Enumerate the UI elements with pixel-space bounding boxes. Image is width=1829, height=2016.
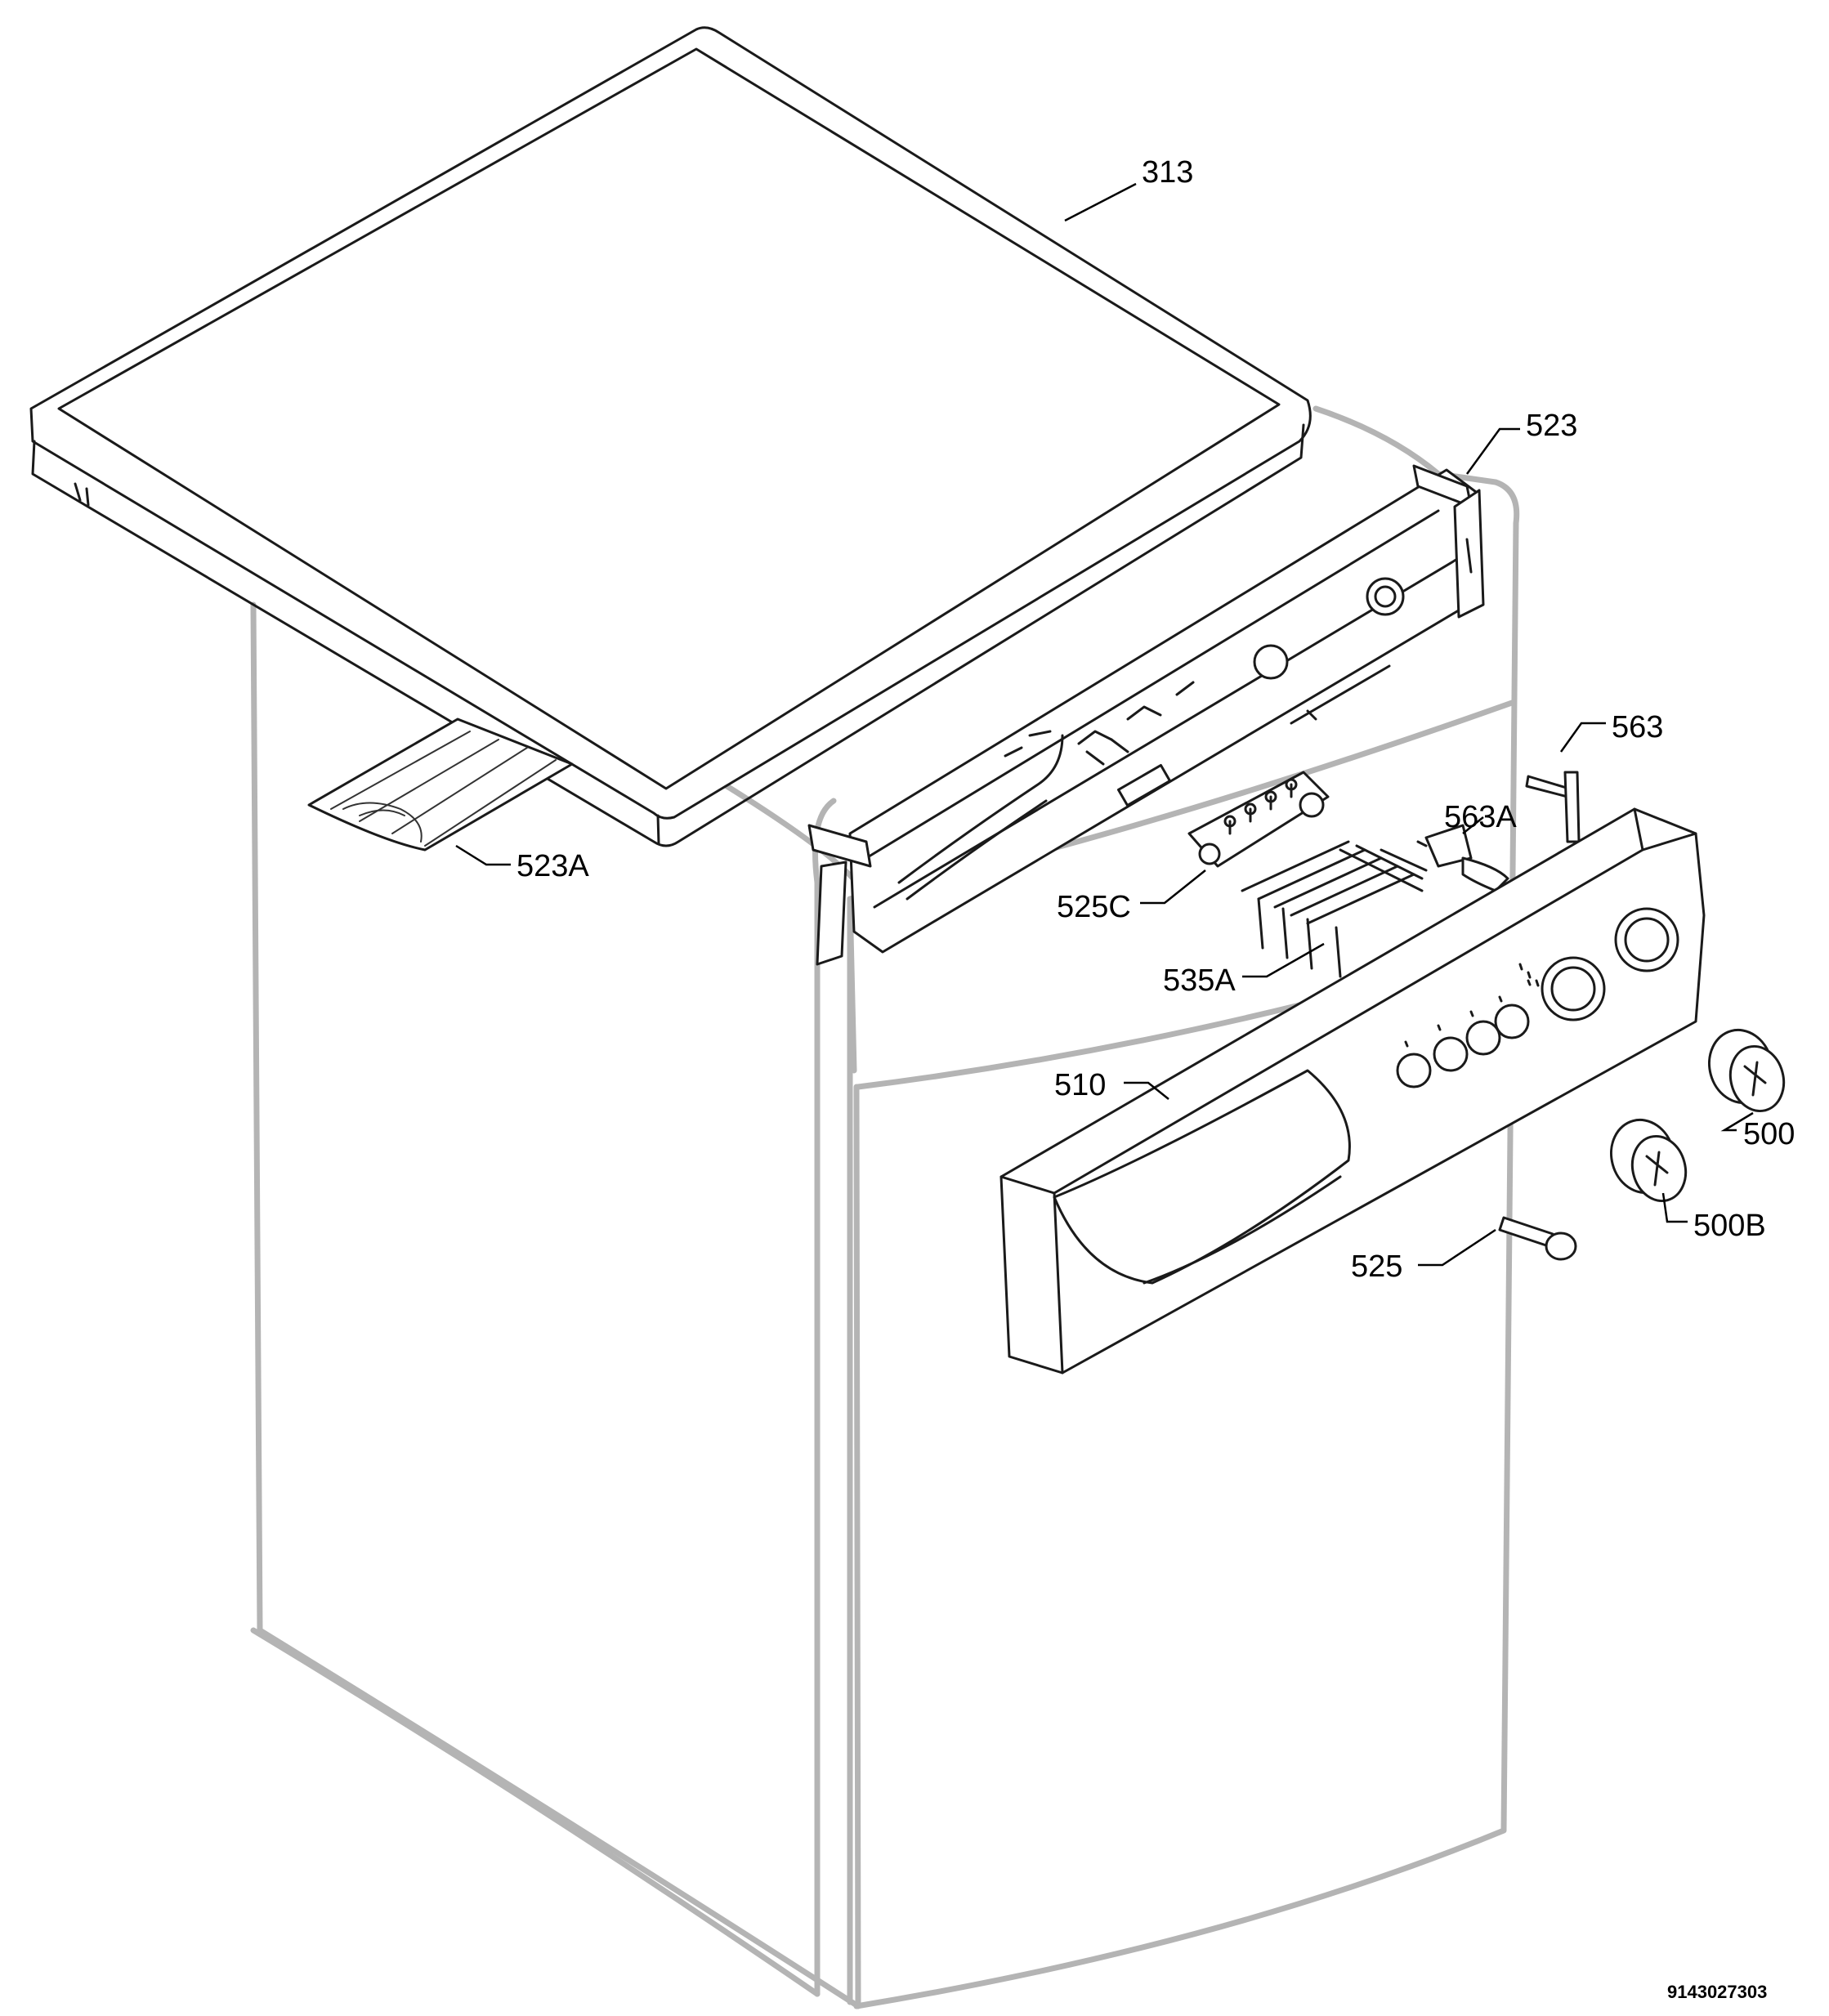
label-500B: 500B — [1693, 1209, 1766, 1243]
label-523A: 523A — [517, 849, 589, 883]
top-cover-313 — [29, 26, 1312, 847]
light-guides-535A — [1241, 840, 1428, 978]
shaft-563 — [1525, 771, 1581, 843]
label-523: 523 — [1526, 409, 1577, 443]
drawing-code: 9143027303 — [1667, 1982, 1767, 2002]
label-510: 510 — [1054, 1068, 1106, 1102]
knob-500 — [1707, 1028, 1786, 1113]
label-500: 500 — [1743, 1117, 1795, 1151]
label-313: 313 — [1142, 155, 1193, 190]
cabinet-outline — [250, 405, 1520, 2009]
label-525: 525 — [1351, 1249, 1402, 1284]
knob-500B — [1609, 1118, 1688, 1203]
label-525C: 525C — [1057, 890, 1131, 924]
label-563A: 563A — [1444, 800, 1517, 834]
label-563: 563 — [1612, 710, 1663, 744]
label-535A: 535A — [1163, 963, 1236, 998]
push-rod-525 — [1498, 1216, 1577, 1261]
shaft-563A — [1416, 824, 1509, 892]
control-bracket-523 — [807, 464, 1485, 966]
rear-rail-523A — [307, 717, 574, 852]
leader-lines — [455, 182, 1754, 1267]
control-panel-510 — [999, 807, 1706, 1375]
support-525C — [1187, 771, 1330, 868]
